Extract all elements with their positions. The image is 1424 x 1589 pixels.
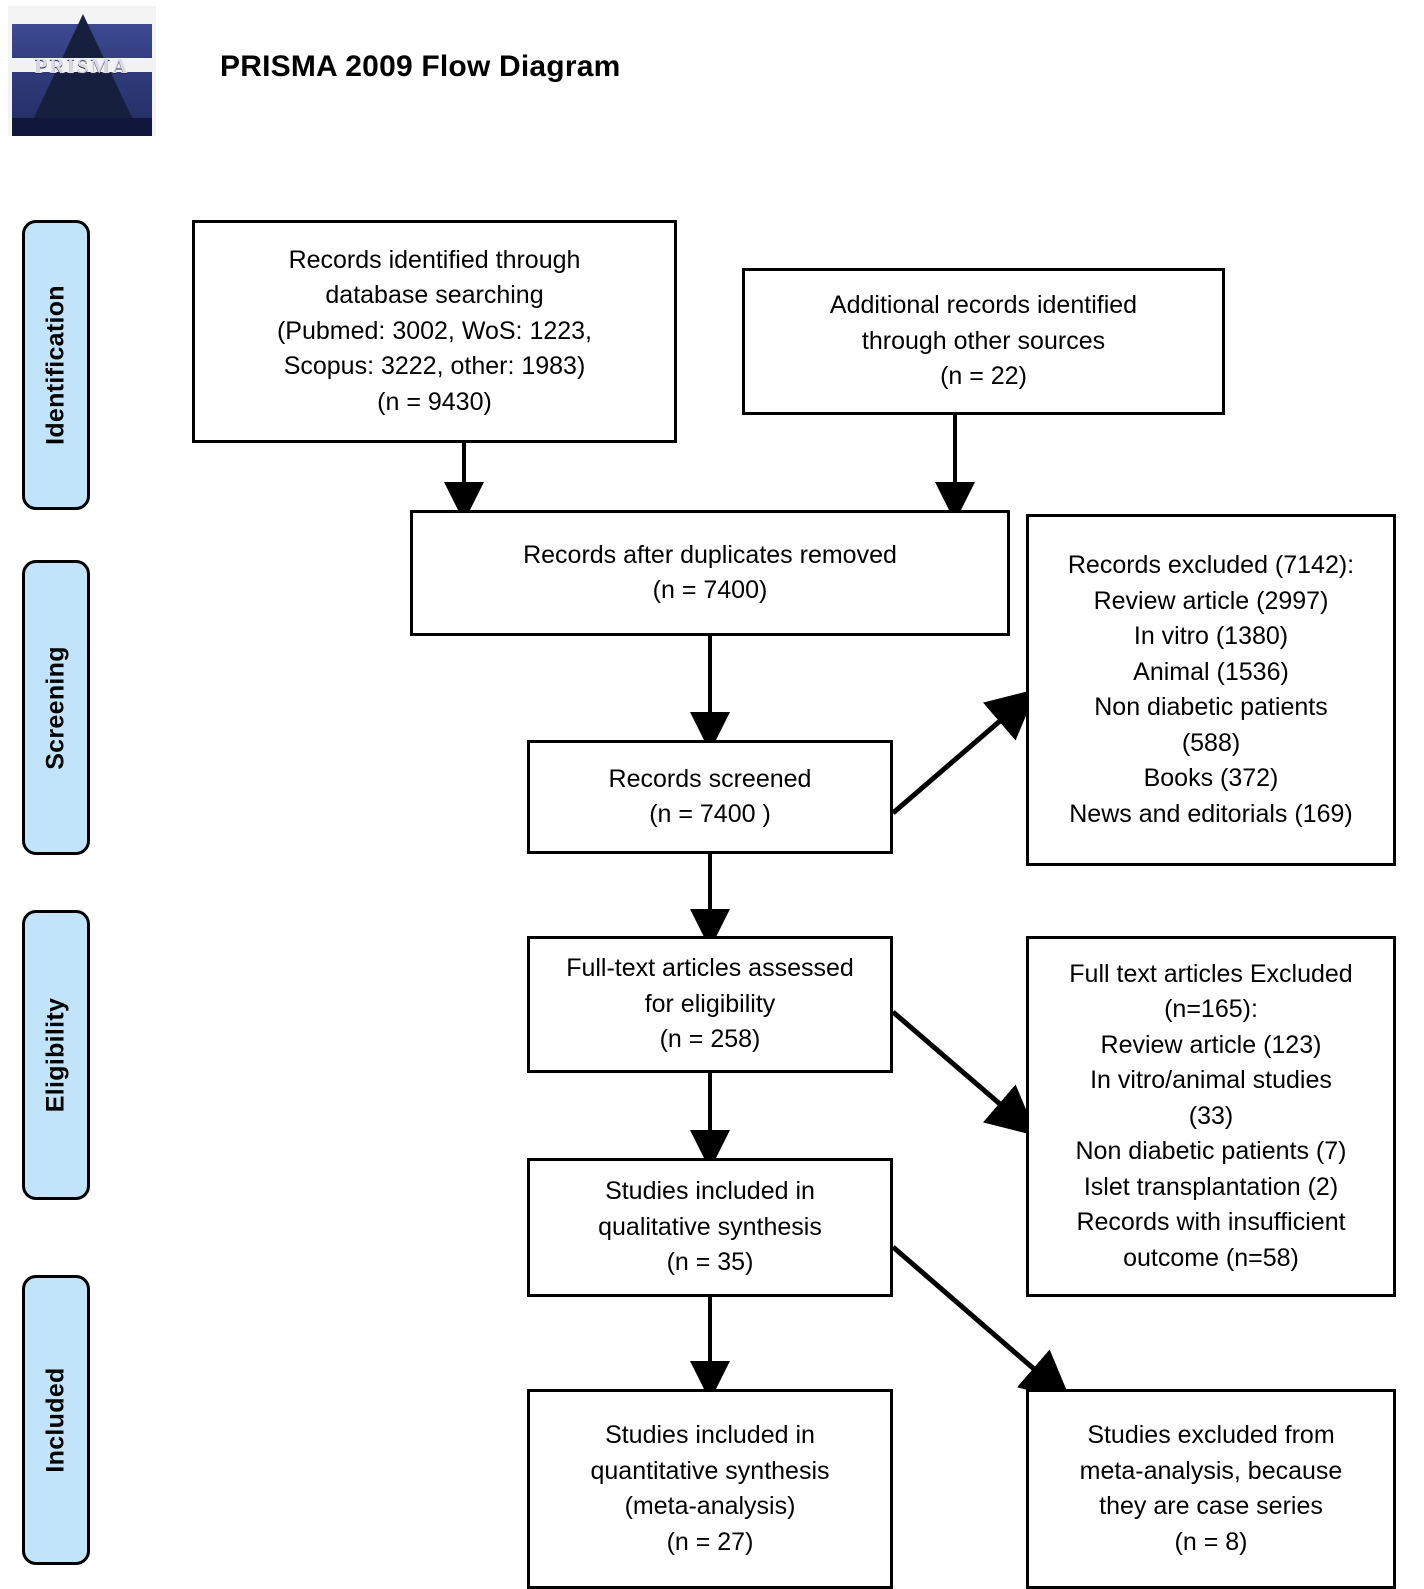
phase-label-included: Included: [22, 1275, 90, 1565]
box-additional-records: Additional records identified through ot…: [742, 268, 1225, 415]
phase-label-eligibility-text: Eligibility: [41, 997, 70, 1113]
box-fulltext-assessed: Full-text articles assessed for eligibil…: [527, 936, 893, 1073]
page-title: PRISMA 2009 Flow Diagram: [220, 50, 621, 83]
box-records-identified: Records identified through database sear…: [192, 220, 677, 443]
box-records-identified-text: Records identified through database sear…: [276, 245, 592, 416]
phase-label-included-text: Included: [41, 1367, 70, 1473]
box-qualitative-synthesis-text: Studies included in qualitative synthesi…: [598, 1177, 822, 1277]
logo-base: [12, 118, 152, 136]
box-additional-records-text: Additional records identified through ot…: [829, 291, 1138, 391]
box-duplicates-removed-text: Records after duplicates removed (n = 74…: [523, 540, 897, 605]
box-meta-excluded: Studies excluded from meta-analysis, bec…: [1026, 1389, 1396, 1589]
box-records-excluded-text: Records excluded (7142): Review article …: [1067, 551, 1355, 828]
box-records-screened: Records screened (n = 7400 ): [527, 740, 893, 854]
box-records-excluded: Records excluded (7142): Review article …: [1026, 514, 1396, 866]
logo-white-strip: [8, 58, 156, 72]
box-quantitative-synthesis: Studies included in quantitative synthes…: [527, 1389, 893, 1589]
box-records-screened-text: Records screened (n = 7400 ): [608, 764, 812, 829]
box-fulltext-excluded-text: Full text articles Excluded (n=165): Rev…: [1069, 959, 1353, 1272]
prisma-logo: PRISMA: [8, 6, 156, 136]
logo-wordmark: PRISMA: [34, 54, 130, 78]
phase-label-eligibility: Eligibility: [22, 910, 90, 1200]
box-fulltext-assessed-text: Full-text articles assessed for eligibil…: [566, 954, 854, 1054]
box-fulltext-excluded: Full text articles Excluded (n=165): Rev…: [1026, 936, 1396, 1297]
phase-label-identification-text: Identification: [41, 285, 70, 445]
box-duplicates-removed: Records after duplicates removed (n = 74…: [410, 510, 1010, 636]
box-quantitative-synthesis-text: Studies included in quantitative synthes…: [590, 1421, 830, 1556]
phase-label-screening: Screening: [22, 560, 90, 855]
box-qualitative-synthesis: Studies included in qualitative synthesi…: [527, 1158, 893, 1297]
phase-label-identification: Identification: [22, 220, 90, 510]
box-meta-excluded-text: Studies excluded from meta-analysis, bec…: [1079, 1421, 1343, 1556]
phase-label-screening-text: Screening: [41, 645, 70, 770]
